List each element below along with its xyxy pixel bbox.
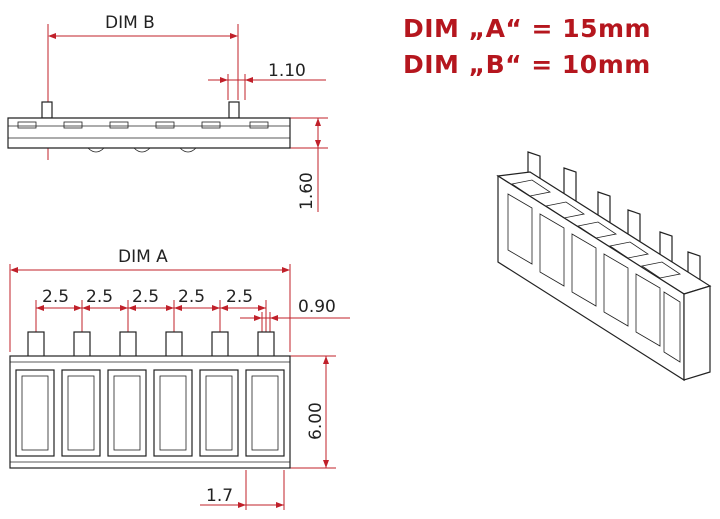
pitch-label: 2.5 (86, 287, 113, 307)
pin-thickness-label: 0.90 (298, 297, 336, 317)
contact-cell (107, 369, 147, 457)
slot-offset-label: 1.7 (206, 486, 233, 506)
contact-cell (245, 369, 285, 457)
height-label: 1.60 (297, 172, 317, 210)
dim-b-note: DIM „B“ = 10mm (403, 50, 651, 79)
pitch-label: 2.5 (178, 287, 205, 307)
pin-width-label: 1.10 (268, 61, 306, 81)
pitch-label: 2.5 (42, 287, 69, 307)
pitch-label: 2.5 (132, 287, 159, 307)
dim-a-note: DIM „A“ = 15mm (403, 14, 652, 43)
dim-a-label: DIM A (118, 247, 168, 267)
contact-cell (153, 369, 193, 457)
contact-cell (199, 369, 239, 457)
top-view: DIM B 1.10 1.60 (7, 13, 328, 212)
dim-b-label: DIM B (105, 13, 155, 33)
body-height-label: 6.00 (306, 402, 326, 440)
pitch-label: 2.5 (226, 287, 253, 307)
front-view: DIM A 2.5 2.5 2.5 2.5 2.5 0.90 (9, 247, 350, 510)
contact-cell (15, 369, 55, 457)
contact-cell (61, 369, 101, 457)
isometric-view (496, 151, 712, 382)
